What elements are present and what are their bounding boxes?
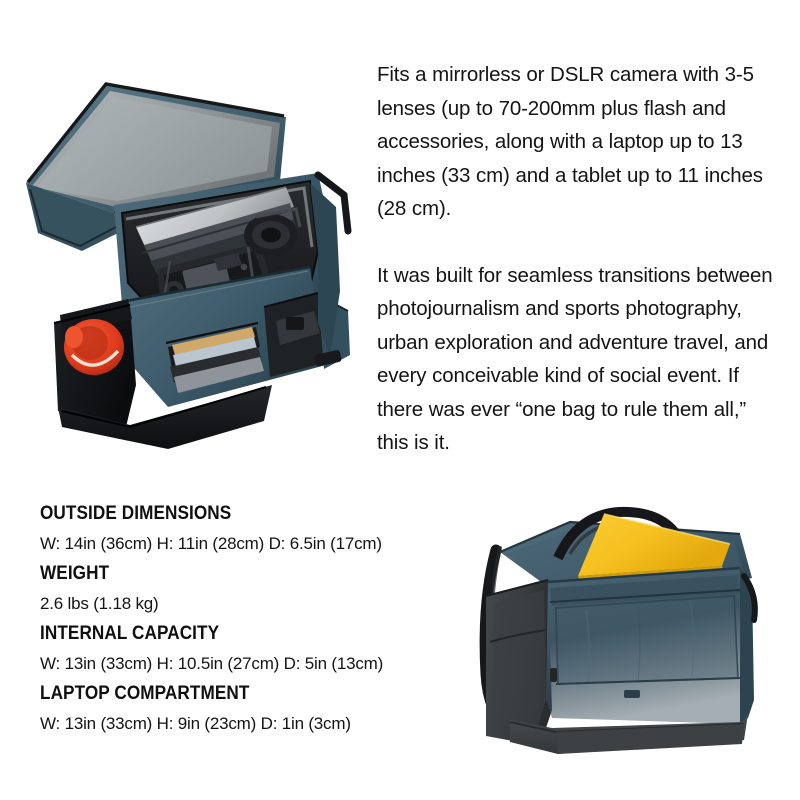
spec-value: W: 14in (36cm) H: 11in (28cm) D: 6.5in (… [40,534,382,553]
spec-value: W: 13in (33cm) H: 9in (23cm) D: 1in (3cm… [40,714,351,733]
closed-camera-bag-photo [452,492,788,768]
spec-group-laptop-compartment: LAPTOP COMPARTMENT W: 13in (33cm) H: 9in… [40,680,440,740]
spec-value: W: 13in (33cm) H: 10.5in (27cm) D: 5in (… [40,654,384,673]
open-camera-bag-photo [18,55,363,450]
bag-flap-group [26,82,286,251]
spec-heading: INTERNAL CAPACITY [40,622,220,644]
side-accessory-pouch [263,292,330,377]
spec-group-outside-dimensions: OUTSIDE DIMENSIONS W: 14in (36cm) H: 11i… [40,500,440,560]
front-pocket-contents [165,321,264,393]
product-description: Fits a mirrorless or DSLR camera with 3-… [377,58,773,460]
camera-lens [244,207,302,256]
description-paragraph-2: It was built for seamless transitions be… [377,263,773,455]
spec-group-weight: WEIGHT 2.6 lbs (1.18 kg) [40,560,440,620]
spec-heading: LAPTOP COMPARTMENT [40,682,250,704]
description-paragraph-1: Fits a mirrorless or DSLR camera with 3-… [377,63,763,220]
spec-group-internal-capacity: INTERNAL CAPACITY W: 13in (33cm) H: 10.5… [40,620,440,680]
spec-heading: OUTSIDE DIMENSIONS [40,502,232,524]
side-pocket-headphones [53,299,136,427]
specifications-list: OUTSIDE DIMENSIONS W: 14in (36cm) H: 11i… [40,500,440,740]
spec-heading: WEIGHT [40,562,110,584]
spec-value: 2.6 lbs (1.18 kg) [40,594,159,613]
